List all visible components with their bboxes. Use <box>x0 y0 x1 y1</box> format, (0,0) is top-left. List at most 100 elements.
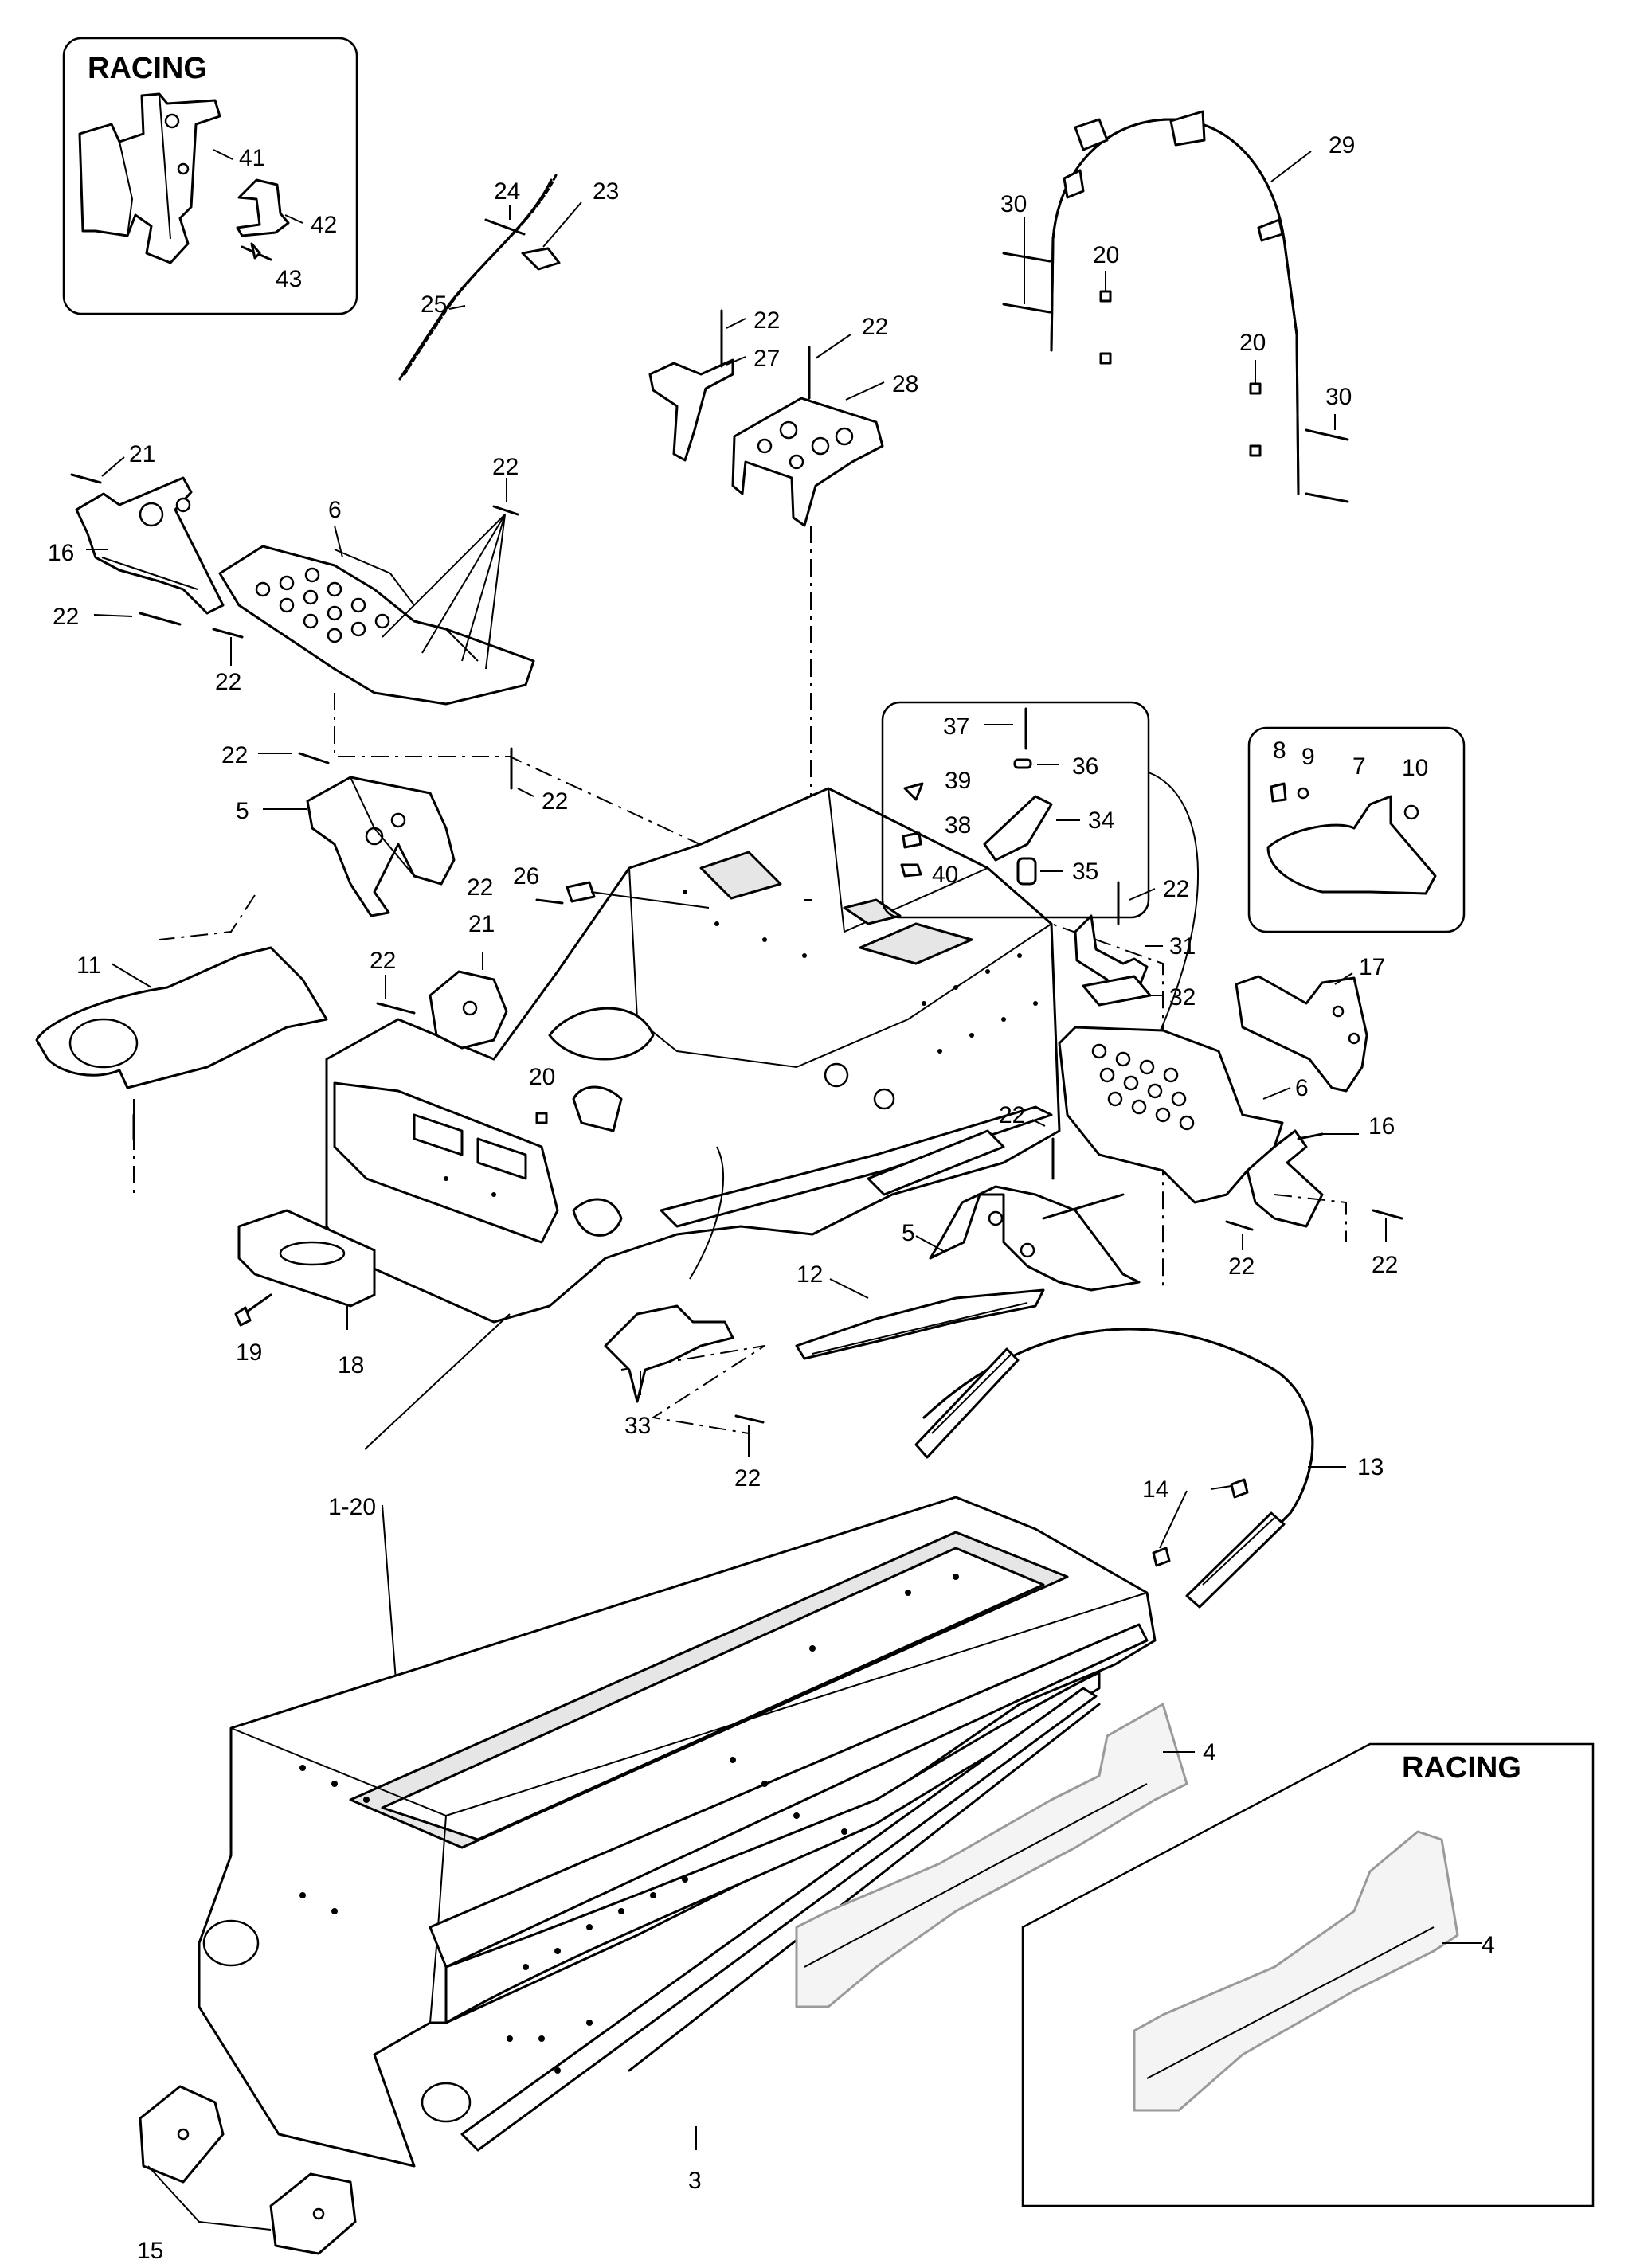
part-20-nuts-top <box>1099 271 1112 365</box>
callout-9: 9 <box>1302 744 1315 770</box>
callout-36: 36 <box>1072 753 1098 780</box>
callout-21b: 21 <box>468 911 495 937</box>
callout-5a: 5 <box>236 798 249 824</box>
right-dashed <box>1274 1194 1347 1242</box>
leader-22g <box>517 788 534 797</box>
part-11-side-panel <box>35 946 328 1140</box>
callout-34: 34 <box>1088 807 1114 834</box>
callout-35: 35 <box>1072 858 1098 885</box>
callout-22n: 22 <box>734 1465 761 1492</box>
part-14-screws <box>1152 1478 1249 1567</box>
rivet-22e <box>212 628 244 639</box>
callout-4a: 4 <box>1203 1739 1216 1766</box>
tunnel-assembly <box>198 1496 1157 2168</box>
rivet-21a <box>70 473 102 484</box>
part-42-bracket <box>236 178 290 237</box>
callout-32: 32 <box>1169 984 1196 1011</box>
callout-30a: 30 <box>1000 191 1027 217</box>
part-5-right-mount <box>929 1185 1141 1292</box>
callout-15: 15 <box>137 2238 163 2264</box>
part-15-plates <box>139 2085 357 2255</box>
callout-22e: 22 <box>215 669 241 695</box>
callout-22m: 22 <box>1372 1252 1398 1278</box>
leader-25 <box>448 305 466 310</box>
tunnel-rivet-dots <box>299 1574 959 2074</box>
part-24-rivet <box>484 218 526 236</box>
leader-21a <box>101 456 125 477</box>
part-13-grab-bar <box>914 1328 1314 1609</box>
rivet-22m <box>1372 1209 1403 1220</box>
part-16-right-bracket <box>1246 1129 1324 1228</box>
callout-21a: 21 <box>129 441 155 467</box>
callout-42: 42 <box>311 212 337 238</box>
leader-12 <box>829 1278 869 1299</box>
rivet-22l <box>1225 1220 1254 1231</box>
callout-12: 12 <box>797 1261 823 1288</box>
part-5-left-mount <box>306 776 456 917</box>
callout-20b: 20 <box>1239 330 1266 356</box>
callout-22i: 22 <box>370 948 396 974</box>
callout-16a: 16 <box>48 540 74 566</box>
callout-22g: 22 <box>542 788 568 815</box>
part-30-bolts-left <box>1002 217 1051 314</box>
leader-22a <box>726 318 746 329</box>
callout-37: 37 <box>943 714 969 740</box>
callout-13: 13 <box>1357 1454 1384 1480</box>
callout-6b: 6 <box>1295 1075 1309 1101</box>
part-7-hook <box>1266 795 1437 895</box>
racing-inset-top-title: RACING <box>88 52 207 85</box>
leader-22k <box>1031 1119 1046 1127</box>
callout-22l: 22 <box>1228 1253 1255 1280</box>
leader-5b <box>915 1235 945 1253</box>
leader-23 <box>542 201 582 248</box>
part-27-bracket <box>648 309 734 462</box>
callout-22h: 22 <box>467 874 493 901</box>
part-20-nuts-right <box>1249 360 1262 457</box>
callout-43: 43 <box>276 266 302 292</box>
callout-5b: 5 <box>902 1220 915 1246</box>
part-17-bracket <box>1235 975 1368 1093</box>
part-40-nut <box>900 863 922 878</box>
part-1-20-chassis <box>325 787 1061 1324</box>
part-6-right-footrest <box>1058 1026 1284 1204</box>
part-10-nut <box>1403 804 1419 820</box>
leader-11 <box>111 963 152 988</box>
part-12-skid <box>795 1288 1045 1360</box>
leader-29 <box>1270 151 1312 182</box>
callout-40: 40 <box>932 862 958 888</box>
callout-33: 33 <box>624 1413 651 1439</box>
part-26-clip <box>535 881 596 905</box>
part-29-hoop <box>1050 110 1300 495</box>
part-43-rivet <box>241 242 272 261</box>
part-20-nut-chassis <box>535 1112 548 1124</box>
part-28-plate <box>731 346 884 527</box>
rivet-22f <box>298 752 330 764</box>
racing-inset-bottom: RACING 4 <box>1021 1742 1595 2207</box>
callout-41: 41 <box>239 145 265 171</box>
hardware-inset-pointer <box>1146 772 1199 1060</box>
callout-23: 23 <box>593 178 619 205</box>
part-41-bracket <box>78 92 221 264</box>
callout-25: 25 <box>421 291 447 318</box>
part-18-plate <box>237 1209 376 1308</box>
callout-22f: 22 <box>221 742 248 768</box>
part-34-guide <box>983 795 1053 862</box>
callout-22a: 22 <box>754 307 780 334</box>
leader-6b <box>1262 1087 1291 1100</box>
part-16-left-bracket <box>75 476 225 615</box>
callout-20c: 20 <box>529 1064 555 1090</box>
callout-16b: 16 <box>1368 1113 1395 1140</box>
callout-22c: 22 <box>492 454 519 480</box>
callout-26: 26 <box>513 863 539 890</box>
racing-inset-bottom-title: RACING <box>1402 1751 1521 1785</box>
part-36-washer <box>1013 758 1032 769</box>
callout-22k: 22 <box>999 1102 1025 1128</box>
part-35-bushing <box>1016 857 1037 886</box>
part-25-strap <box>398 174 558 381</box>
callout-19: 19 <box>236 1339 262 1366</box>
rivet-22d <box>139 612 182 626</box>
callout-38: 38 <box>945 812 971 839</box>
leader-22j <box>1129 888 1156 901</box>
hardware-inset: 37 36 39 38 34 40 35 <box>881 701 1150 919</box>
callout-7: 7 <box>1352 753 1366 780</box>
